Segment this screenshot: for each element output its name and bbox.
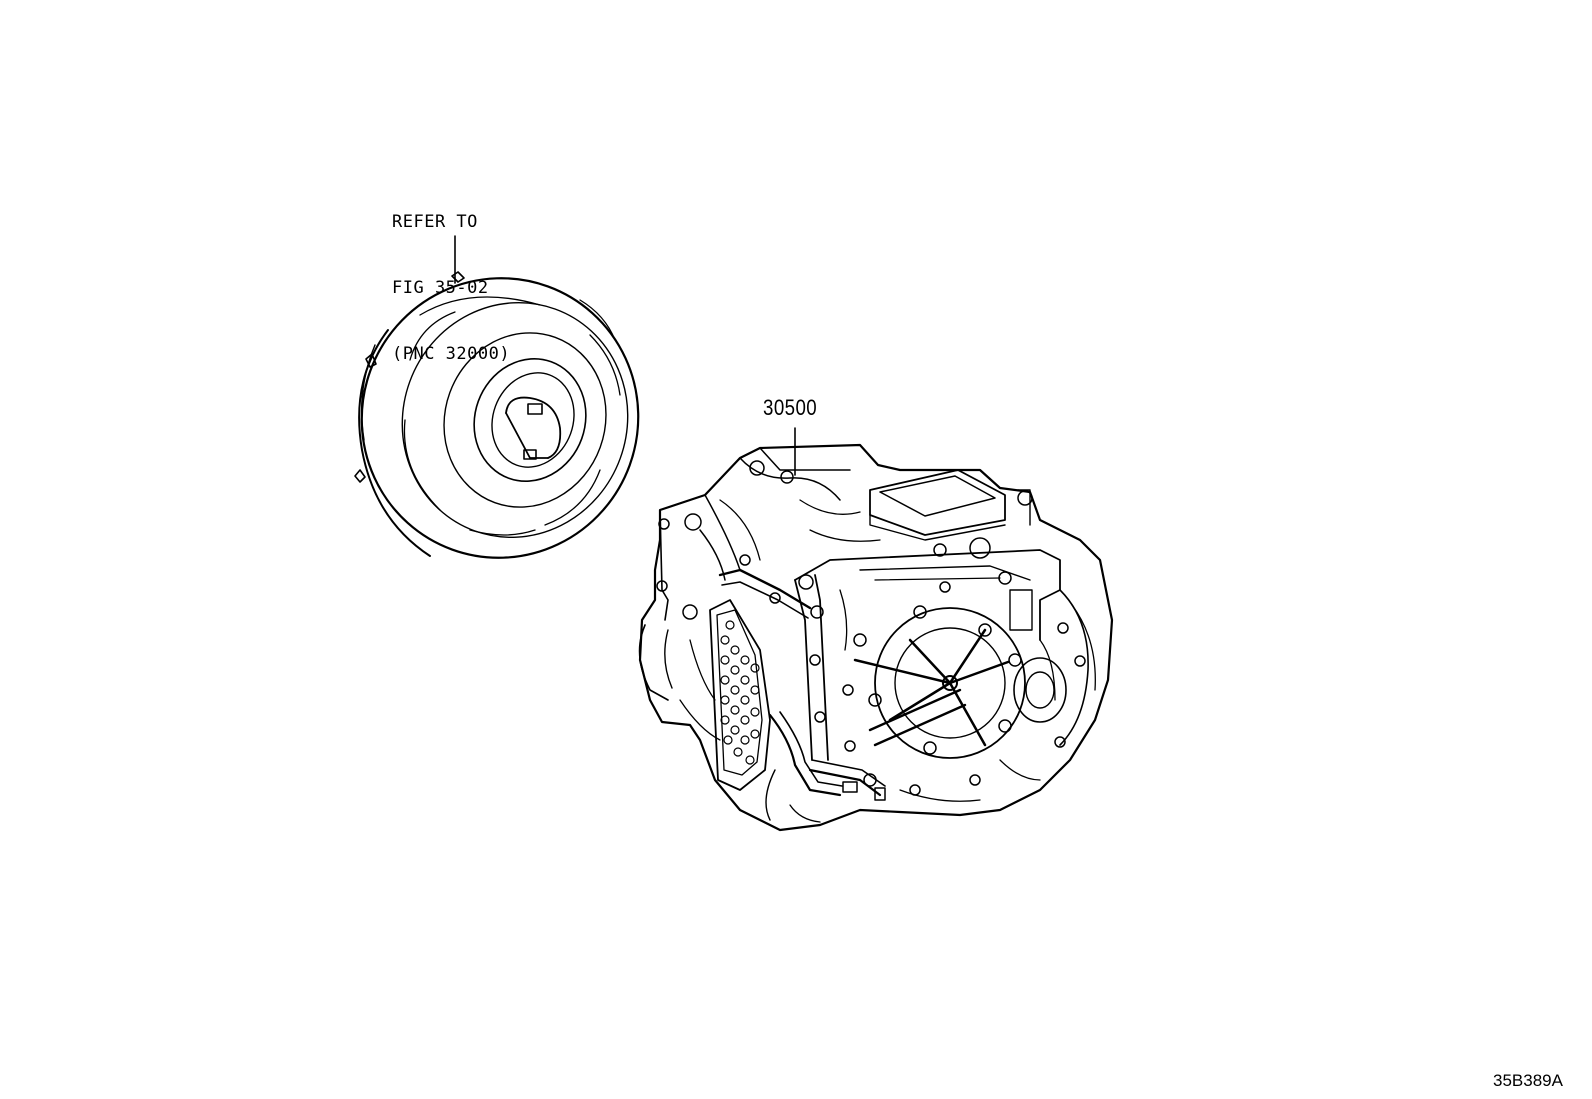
figure-id: 35B389A [1493,1071,1563,1090]
refer-note-line1: REFER TO [392,212,478,232]
refer-note-line2: FIG 35-02 [392,278,489,298]
torque-converter[interactable] [322,235,677,597]
refer-note-line3: (PNC 32000) [392,344,511,364]
refer-note: REFER TO FIG 35-02 (PNC 32000) [392,167,510,387]
rib-pattern [720,620,760,765]
transaxle-assembly[interactable] [638,427,1114,832]
part-number-label[interactable]: 30500 [763,395,818,420]
